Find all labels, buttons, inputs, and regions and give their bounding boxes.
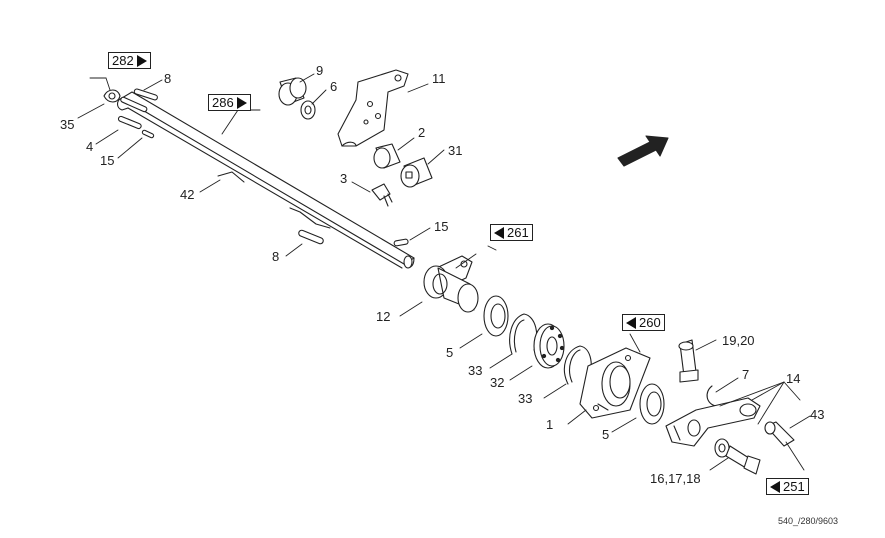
arrow-left-icon [494, 226, 504, 239]
leader-lines [77, 73, 811, 471]
pin-15-lower [393, 238, 409, 247]
callout-1: 1 [546, 417, 554, 432]
lever-arm-14 [665, 397, 761, 447]
callout-11: 11 [432, 71, 446, 86]
callout-31: 31 [448, 143, 463, 158]
ref-261-label: 261 [507, 225, 529, 240]
bushing-31 [400, 157, 433, 188]
circlip-7 [706, 385, 717, 407]
seal-5-upper [483, 295, 509, 337]
left-end-parts [103, 88, 158, 139]
ref-260-label: 260 [639, 315, 661, 330]
callout-4: 4 [86, 139, 94, 154]
bushing-9 [278, 77, 307, 106]
callout-42: 42 [180, 187, 195, 202]
washer-6 [300, 100, 316, 120]
bearing-housing-12 [423, 255, 479, 313]
callout-6: 6 [330, 79, 338, 94]
callout-2: 2 [418, 125, 426, 140]
callout-19-20: 19,20 [722, 333, 755, 348]
bolt-19-20 [678, 339, 699, 383]
callout-15-lower: 15 [434, 219, 449, 234]
arrow-right-icon [236, 96, 247, 109]
callout-15-upper: 15 [100, 153, 115, 168]
callout-43: 43 [810, 407, 825, 422]
ref-box-251[interactable]: 251 [766, 478, 809, 495]
callout-35: 35 [60, 117, 75, 132]
ref-282-label: 282 [112, 53, 134, 68]
grease-nipple-3 [371, 183, 393, 207]
bushing-2 [373, 143, 401, 169]
ref-286-label: 286 [212, 95, 234, 110]
callout-33-lower: 33 [518, 391, 533, 406]
callout-5-lower: 5 [602, 427, 610, 442]
pin-43 [764, 421, 795, 447]
callout-8-upper: 8 [164, 71, 172, 86]
arrow-left-icon [626, 316, 636, 329]
arrow-right-icon [136, 54, 147, 67]
callout-16-17-18: 16,17,18 [650, 471, 701, 486]
callout-7: 7 [742, 367, 750, 382]
bracket-11 [337, 69, 409, 147]
shaft-42 [116, 91, 415, 269]
drawing-code: 540_/280/9603 [778, 516, 839, 526]
ref-box-261[interactable]: 261 [490, 224, 533, 241]
ref-box-282[interactable]: 282 [108, 52, 151, 69]
callout-5-upper: 5 [446, 345, 454, 360]
callout-14: 14 [786, 371, 801, 386]
bolt-16-17-18 [714, 438, 761, 475]
ref-251-label: 251 [783, 479, 805, 494]
bearing-32 [533, 323, 565, 369]
callout-12: 12 [376, 309, 391, 324]
ref-box-260[interactable]: 260 [622, 314, 665, 331]
callout-32: 32 [490, 375, 505, 390]
ref-box-286[interactable]: 286 [208, 94, 251, 111]
direction-arrow [617, 135, 669, 167]
callout-8-lower: 8 [272, 249, 280, 264]
pin-8-lower [298, 229, 324, 245]
callout-9: 9 [316, 63, 324, 78]
arrow-left-icon [770, 480, 780, 493]
callout-3: 3 [340, 171, 348, 186]
callout-33-upper: 33 [468, 363, 483, 378]
circlip-33-upper [509, 313, 538, 355]
flange-housing-1 [579, 347, 651, 419]
seal-5-lower [639, 383, 665, 425]
